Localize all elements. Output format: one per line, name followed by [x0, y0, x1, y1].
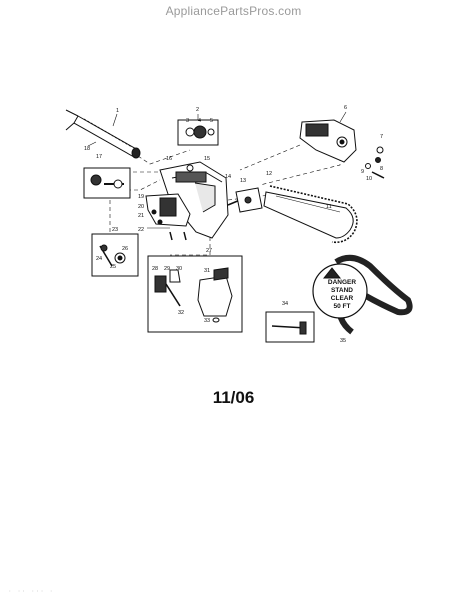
danger-sign: DANGER STAND CLEAR 50 FT	[328, 279, 356, 310]
callout-15: 15	[204, 156, 210, 162]
coupler-assembly-part[interactable]	[83, 167, 131, 199]
callout-27: 27	[206, 248, 212, 254]
callout-18: 18	[84, 146, 90, 152]
callout-25: 25	[110, 264, 116, 270]
pole-shaft-part[interactable]	[65, 109, 141, 159]
sign-line: STAND	[331, 287, 353, 294]
callout-21: 21	[138, 213, 144, 219]
callout-23: 23	[112, 227, 118, 233]
callout-13: 13	[240, 178, 246, 184]
callout-17: 17	[96, 154, 102, 160]
callout-4: 4	[198, 118, 201, 124]
callout-6: 6	[344, 105, 347, 111]
callout-30: 30	[176, 266, 182, 272]
callout-10: 10	[366, 176, 372, 182]
watermark-text: AppliancePartsPros.com	[165, 4, 302, 18]
callout-14: 14	[225, 174, 231, 180]
callout-5: 5	[210, 118, 213, 124]
callout-12: 12	[266, 171, 272, 177]
callout-11: 11	[326, 204, 332, 210]
callout-35: 35	[340, 338, 346, 344]
callout-29: 29	[164, 266, 170, 272]
gear-cover-part[interactable]	[299, 119, 357, 163]
callout-20: 20	[138, 204, 144, 210]
bar-plate-part[interactable]	[235, 187, 263, 213]
callout-24: 24	[96, 256, 102, 262]
callout-8: 8	[380, 166, 383, 172]
sign-line: CLEAR	[331, 295, 354, 302]
sign-line: 50 FT	[334, 303, 351, 310]
sign-line: DANGER	[328, 279, 356, 286]
footer-marks: · ·· ··· ·	[8, 588, 55, 595]
guide-bar-part[interactable]	[263, 191, 354, 239]
callout-33: 33	[204, 318, 210, 324]
date-code-label: 11/06	[212, 388, 255, 407]
switch-handle-part[interactable]	[145, 193, 191, 227]
callout-22: 22	[138, 227, 144, 233]
callout-34: 34	[282, 301, 288, 307]
callout-1: 1	[116, 108, 119, 114]
oiler-group-box[interactable]	[147, 255, 243, 333]
callout-32: 32	[178, 310, 184, 316]
wrench-tool-part[interactable]	[265, 311, 315, 343]
motor-housing-part[interactable]	[159, 161, 229, 239]
callout-19: 19	[138, 194, 144, 200]
callout-7: 7	[380, 134, 383, 140]
callout-labels: 1 2 3 4 5 6 7 8 9 10 11 12 13 14 15 16 1…	[84, 105, 383, 344]
callout-16: 16	[166, 156, 172, 162]
shoulder-strap-part[interactable]	[312, 254, 413, 335]
adjuster-group-box[interactable]	[91, 233, 139, 277]
callout-28: 28	[152, 266, 158, 272]
clamp-hardware-group[interactable]	[177, 119, 219, 146]
callout-26: 26	[122, 246, 128, 252]
callout-3: 3	[186, 118, 189, 124]
callout-9: 9	[361, 169, 364, 175]
callout-2: 2	[196, 107, 199, 113]
callout-31: 31	[204, 268, 210, 274]
gear-hardware-part[interactable]	[365, 146, 385, 179]
